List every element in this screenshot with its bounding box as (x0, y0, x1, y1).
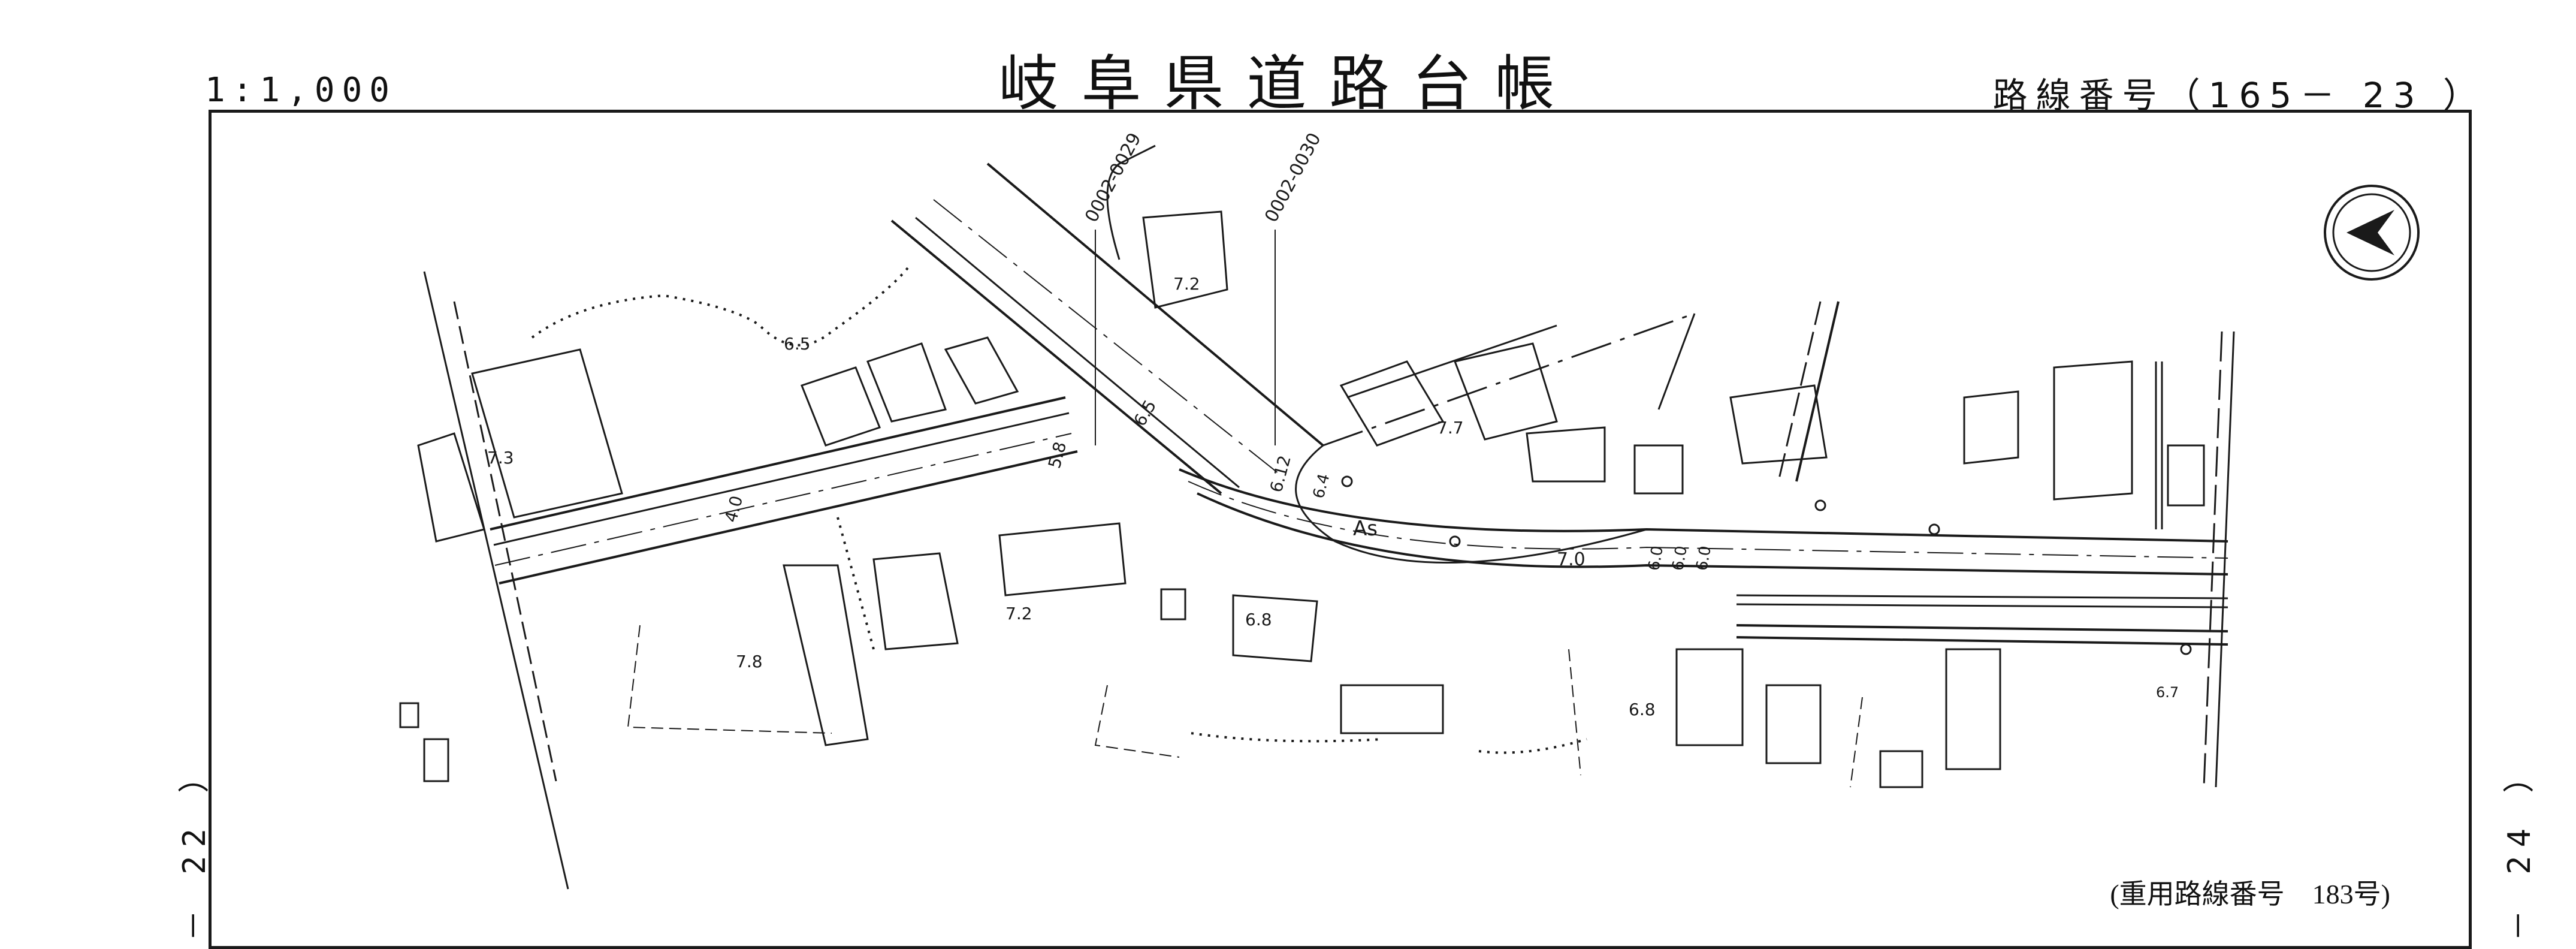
hedge-lines (531, 264, 1587, 754)
elevation-label: 6.0 (1693, 544, 1715, 572)
right-sheet-link[interactable]: － 24 ） (2502, 753, 2538, 941)
page-title: 岐阜県道路台帳 (998, 49, 1578, 119)
elevation-label: 6.5 (784, 334, 811, 354)
lot-label-0029: 0002-0029 (1081, 129, 1146, 226)
map-scale: 1:1,000 (205, 71, 397, 110)
elevation-label: 6.0 (1669, 544, 1691, 572)
left-sheet-link[interactable]: － 22 ） (177, 753, 213, 941)
lot-boundaries (627, 625, 1863, 788)
shared-route-number: (重用路線番号 183号) (2110, 879, 2390, 909)
buildings-south (399, 522, 2001, 788)
elevation-label: 7.7 (1437, 418, 1464, 438)
pavement-label: As (1353, 517, 1378, 541)
road-map[interactable]: 0002-0029 0002-0030 As 7.3 6.5 7.2 7.7 7… (209, 110, 2472, 943)
elevation-label: 6.4 (1310, 472, 1334, 501)
elevation-label: 4.0 (721, 493, 747, 525)
west-boundary (423, 271, 569, 890)
east-road (2155, 331, 2235, 788)
elevation-label: 5.8 (1044, 439, 1070, 471)
lot-leaders (1095, 230, 1276, 445)
lot-label-0030: 0002-0030 (1261, 129, 1325, 226)
elevation-label: 6.8 (1629, 700, 1656, 719)
elevation-label: 6.0 (1645, 544, 1667, 572)
main-road-east (1179, 468, 2228, 646)
buildings-north (417, 210, 2205, 543)
elevation-label: 6.5 (1130, 396, 1160, 429)
elevation-label: 6.12 (1266, 453, 1295, 495)
branch-road-north (1106, 144, 1840, 564)
north-arrow-icon (2324, 185, 2420, 281)
elevation-label: 7.0 (1557, 549, 1586, 570)
utility-markers (1341, 475, 2192, 655)
elevation-label: 6.8 (1245, 610, 1272, 629)
diagonal-road (890, 162, 1324, 495)
elevation-label: 7.8 (736, 652, 763, 671)
main-road-west (490, 396, 1078, 585)
elevation-label: 7.3 (487, 448, 514, 468)
route-number: 路線番号（165－ 23 ） (1992, 75, 2486, 116)
elevation-label: 7.2 (1005, 604, 1032, 623)
elevation-label: 7.2 (1173, 274, 1200, 294)
elevation-label: 6.7 (2156, 684, 2179, 701)
